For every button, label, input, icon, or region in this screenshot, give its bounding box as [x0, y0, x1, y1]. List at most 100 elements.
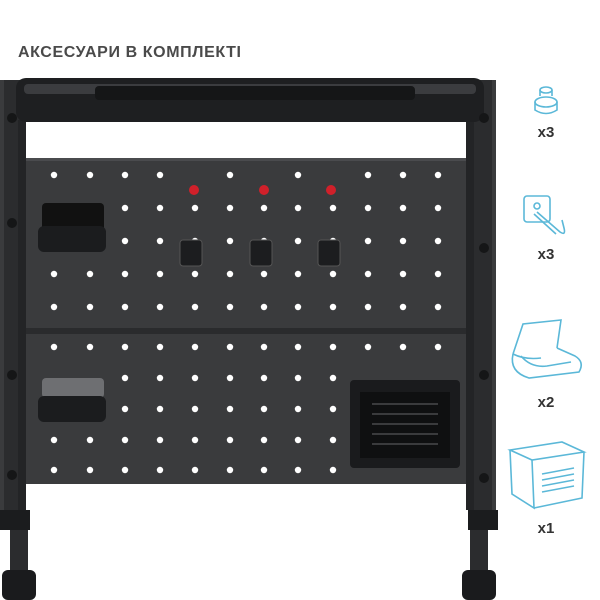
pegboard-hole: [191, 405, 199, 413]
pegboard-hole: [260, 343, 268, 351]
pegboard-hole: [86, 303, 94, 311]
pegboard-hole: [294, 405, 302, 413]
accessory-knob-qty: x3: [537, 124, 555, 141]
pegboard-hole: [260, 405, 268, 413]
pegboard-hole: [156, 405, 164, 413]
pegboard-hole: [191, 270, 199, 278]
pegboard-hole: [226, 204, 234, 212]
pegboard-hole: [260, 303, 268, 311]
pegboard-hole: [329, 405, 337, 413]
accessory-hook: x3: [496, 190, 596, 263]
pegboard-hole: [364, 270, 372, 278]
pegboard-hole: [50, 466, 58, 474]
pegboard-hole: [294, 171, 302, 179]
pegboard-hole: [121, 436, 129, 444]
pegboard-hole: [86, 466, 94, 474]
pegboard-hole: [121, 405, 129, 413]
pegboard-holes: [50, 171, 442, 474]
right-caster: [462, 570, 496, 600]
pegboard-hole: [226, 171, 234, 179]
accessory-holder-qty: x2: [537, 394, 555, 411]
pegboard-hole: [191, 466, 199, 474]
accessory-basket: x1: [496, 436, 596, 537]
red-pins: [189, 185, 336, 195]
pegboard-hole: [86, 343, 94, 351]
pegboard-hole: [121, 204, 129, 212]
pegboard-hole: [329, 466, 337, 474]
pegboard-hole: [434, 303, 442, 311]
pegboard-hole: [156, 171, 164, 179]
pegboard-hole: [191, 436, 199, 444]
pegboard-hole: [226, 436, 234, 444]
pegboard-hole: [121, 237, 129, 245]
pegboard-hole: [399, 343, 407, 351]
pegboard-hole: [434, 204, 442, 212]
pegboard-hole: [329, 204, 337, 212]
pegboard-hole: [434, 343, 442, 351]
holder-icon: [511, 319, 583, 379]
pegboard-hole: [191, 303, 199, 311]
pegboard-hole: [329, 303, 337, 311]
pegboard-hole: [260, 466, 268, 474]
pegboard-hole: [226, 405, 234, 413]
hook-icon: [523, 195, 566, 235]
pegboard-hole: [226, 343, 234, 351]
pegboard-hole: [364, 204, 372, 212]
pegboard-hole: [294, 343, 302, 351]
pegboard-hole: [121, 171, 129, 179]
pegboard-hole: [260, 270, 268, 278]
pegboard-hole: [364, 343, 372, 351]
pegboard-hole: [260, 436, 268, 444]
pegboard-hole: [156, 303, 164, 311]
pegboard-hole: [121, 466, 129, 474]
lower-holder: [38, 378, 106, 422]
pegboard-hole: [226, 374, 234, 382]
basket-icon: [507, 441, 587, 510]
pegboard-hole: [260, 204, 268, 212]
upper-holder: [38, 203, 106, 252]
pegboard-hole: [434, 171, 442, 179]
pegboard-hole: [191, 374, 199, 382]
pegboard-hole: [86, 270, 94, 278]
pegboard-hole: [329, 436, 337, 444]
base-bar: [0, 510, 30, 530]
knob-icon: [534, 86, 558, 115]
pegboard-hole: [156, 204, 164, 212]
left-caster: [2, 570, 36, 600]
pegboard-hole: [294, 270, 302, 278]
accessory-hook-qty: x3: [537, 246, 555, 263]
pegboard-hole: [329, 374, 337, 382]
pegboard-hole: [156, 374, 164, 382]
pegboard-hole: [191, 343, 199, 351]
pegboard-hole: [364, 171, 372, 179]
accessory-basket-qty: x1: [537, 520, 555, 537]
pegboard-hole: [399, 303, 407, 311]
pegboard-hole: [399, 237, 407, 245]
pegboard-hole: [294, 374, 302, 382]
pegboard-hole: [86, 436, 94, 444]
pegboard-hole: [50, 171, 58, 179]
pegboard-hole: [121, 303, 129, 311]
pegboard-hole: [329, 343, 337, 351]
pegboard-hole: [50, 303, 58, 311]
pegboard-hole: [434, 270, 442, 278]
pegboard-hole: [226, 466, 234, 474]
board-hooks: [179, 239, 341, 267]
pegboard-hole: [226, 303, 234, 311]
pegboard-hole: [121, 270, 129, 278]
pegboard-hole: [399, 171, 407, 179]
pegboard-hole: [260, 374, 268, 382]
pegboard-hole: [294, 303, 302, 311]
pegboard-hole: [50, 270, 58, 278]
pegboard-hole: [156, 270, 164, 278]
pegboard-hole: [156, 466, 164, 474]
pegboard-hole: [434, 237, 442, 245]
pegboard-hole: [156, 343, 164, 351]
pegboard-hole: [226, 270, 234, 278]
page-title: АКСЕСУАРИ В КОМПЛЕКТІ: [18, 44, 242, 61]
pegboard-hole: [226, 237, 234, 245]
right-post: [474, 80, 496, 520]
pegboard-hole: [364, 303, 372, 311]
pegboard-hole: [156, 436, 164, 444]
accessory-holder: x2: [496, 316, 596, 411]
